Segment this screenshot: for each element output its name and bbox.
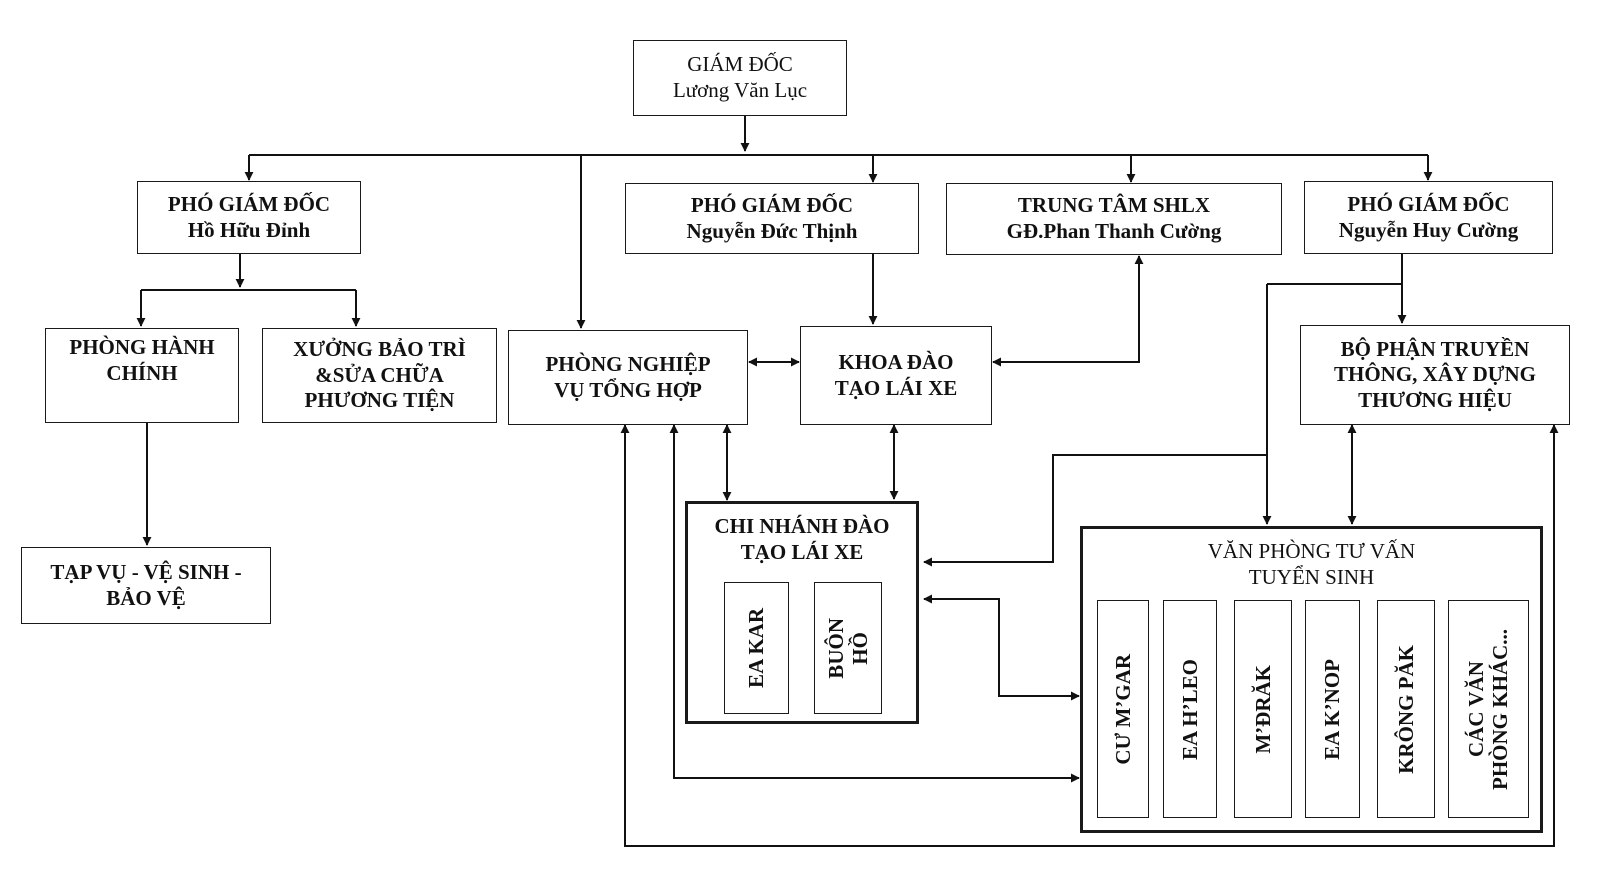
- general-office-line2: VỤ TỔNG HỢP: [554, 377, 702, 402]
- branch-line1: CHI NHÁNH ĐÀO: [714, 514, 890, 538]
- general-affairs-office-box: PHÒNG NGHIỆP VỤ TỔNG HỢP: [508, 330, 748, 425]
- consulting-unit-label: EA H’LEO: [1177, 658, 1202, 760]
- consulting-unit-ea-hleo: EA H’LEO: [1163, 600, 1217, 818]
- admin-office-line1: PHÒNG HÀNH: [69, 335, 215, 359]
- branch-unit-label: EA KAR: [744, 608, 769, 688]
- deputy-3-title: PHÓ GIÁM ĐỐC: [1347, 191, 1510, 216]
- training-branch-box: CHI NHÁNH ĐÀO TẠO LÁI XE: [685, 501, 919, 724]
- general-office-line1: PHÒNG NGHIỆP: [545, 351, 711, 376]
- workshop-line1: XƯỞNG BẢO TRÌ: [293, 337, 466, 362]
- workshop-box: XƯỞNG BẢO TRÌ &SỬA CHỮA PHƯƠNG TIỆN: [262, 328, 497, 423]
- director-name: Lương Văn Lục: [672, 78, 808, 102]
- deputy-3-name: Nguyễn Huy Cường: [1338, 217, 1519, 242]
- consulting-line1: VĂN PHÒNG TƯ VẤN: [1207, 539, 1416, 563]
- services-line2: BẢO VỆ: [106, 585, 186, 610]
- driver-training-faculty-box: KHOA ĐÀO TẠO LÁI XE: [800, 326, 992, 425]
- deputy-1-title: PHÓ GIÁM ĐỐC: [167, 191, 331, 216]
- shlx-center-title: TRUNG TÂM SHLX: [1017, 193, 1211, 218]
- training-faculty-line2: TẠO LÁI XE: [834, 375, 958, 400]
- branch-unit-ea-kar: EA KAR: [724, 582, 789, 714]
- training-faculty-line1: KHOA ĐÀO: [838, 349, 954, 374]
- services-security-box: TẠP VỤ - VỆ SINH - BẢO VỆ: [21, 547, 271, 624]
- consulting-line2: TUYỂN SINH: [1248, 564, 1375, 589]
- admin-office-box: PHÒNG HÀNH CHÍNH: [45, 328, 239, 423]
- consulting-unit-label: KRÔNG PĂK: [1393, 644, 1418, 774]
- branch-unit-label: BUÔN HỒ: [823, 617, 872, 679]
- services-line1: TẠP VỤ - VỆ SINH -: [50, 559, 242, 584]
- deputy-director-3-box: PHÓ GIÁM ĐỐC Nguyễn Huy Cường: [1304, 181, 1553, 254]
- consulting-unit-other-offices: CÁC VĂN PHÒNG KHÁC...: [1448, 600, 1529, 818]
- consulting-unit-label: CÁC VĂN PHÒNG KHÁC...: [1464, 628, 1513, 790]
- training-branch-header: CHI NHÁNH ĐÀO TẠO LÁI XE: [714, 504, 889, 565]
- branch-unit-buon-ho: BUÔN HỒ: [814, 582, 882, 714]
- media-branding-line3: THƯƠNG HIỆU: [1358, 387, 1512, 412]
- consulting-unit-label: M’ĐRĂK: [1250, 664, 1275, 754]
- workshop-line3: PHƯƠNG TIỆN: [304, 388, 455, 413]
- consulting-unit-cu-mgar: CƯ M’GAR: [1097, 600, 1149, 818]
- consulting-header: VĂN PHÒNG TƯ VẤN TUYỂN SINH: [1208, 529, 1415, 590]
- director-title: GIÁM ĐỐC: [687, 52, 793, 77]
- media-branding-line1: BỘ PHẬN TRUYỀN: [1340, 336, 1530, 361]
- deputy-1-name: Hồ Hữu Đỉnh: [187, 217, 311, 242]
- media-branding-line2: THÔNG, XÂY DỰNG: [1333, 362, 1537, 387]
- consulting-unit-mdrak: M’ĐRĂK: [1234, 600, 1292, 818]
- shlx-center-name: GĐ.Phan Thanh Cường: [1006, 219, 1222, 243]
- consulting-unit-ea-knop: EA K’NOP: [1305, 600, 1360, 818]
- deputy-director-2-box: PHÓ GIÁM ĐỐC Nguyễn Đức Thịnh: [625, 183, 919, 254]
- deputy-2-title: PHÓ GIÁM ĐỐC: [690, 192, 854, 217]
- workshop-line2: &SỬA CHỮA: [315, 362, 444, 387]
- deputy-2-name: Nguyễn Đức Thịnh: [686, 218, 858, 243]
- consulting-unit-label: EA K’NOP: [1320, 658, 1345, 760]
- shlx-center-box: TRUNG TÂM SHLX GĐ.Phan Thanh Cường: [946, 183, 1282, 255]
- deputy-director-1-box: PHÓ GIÁM ĐỐC Hồ Hữu Đỉnh: [137, 181, 361, 254]
- director-box: GIÁM ĐỐC Lương Văn Lục: [633, 40, 847, 116]
- consulting-unit-krong-pak: KRÔNG PĂK: [1377, 600, 1435, 818]
- admin-office-line2: CHÍNH: [106, 360, 178, 385]
- branch-line2: TẠO LÁI XE: [740, 539, 864, 564]
- consulting-unit-label: CƯ M’GAR: [1110, 653, 1135, 765]
- media-branding-box: BỘ PHẬN TRUYỀN THÔNG, XÂY DỰNG THƯƠNG HI…: [1300, 325, 1570, 425]
